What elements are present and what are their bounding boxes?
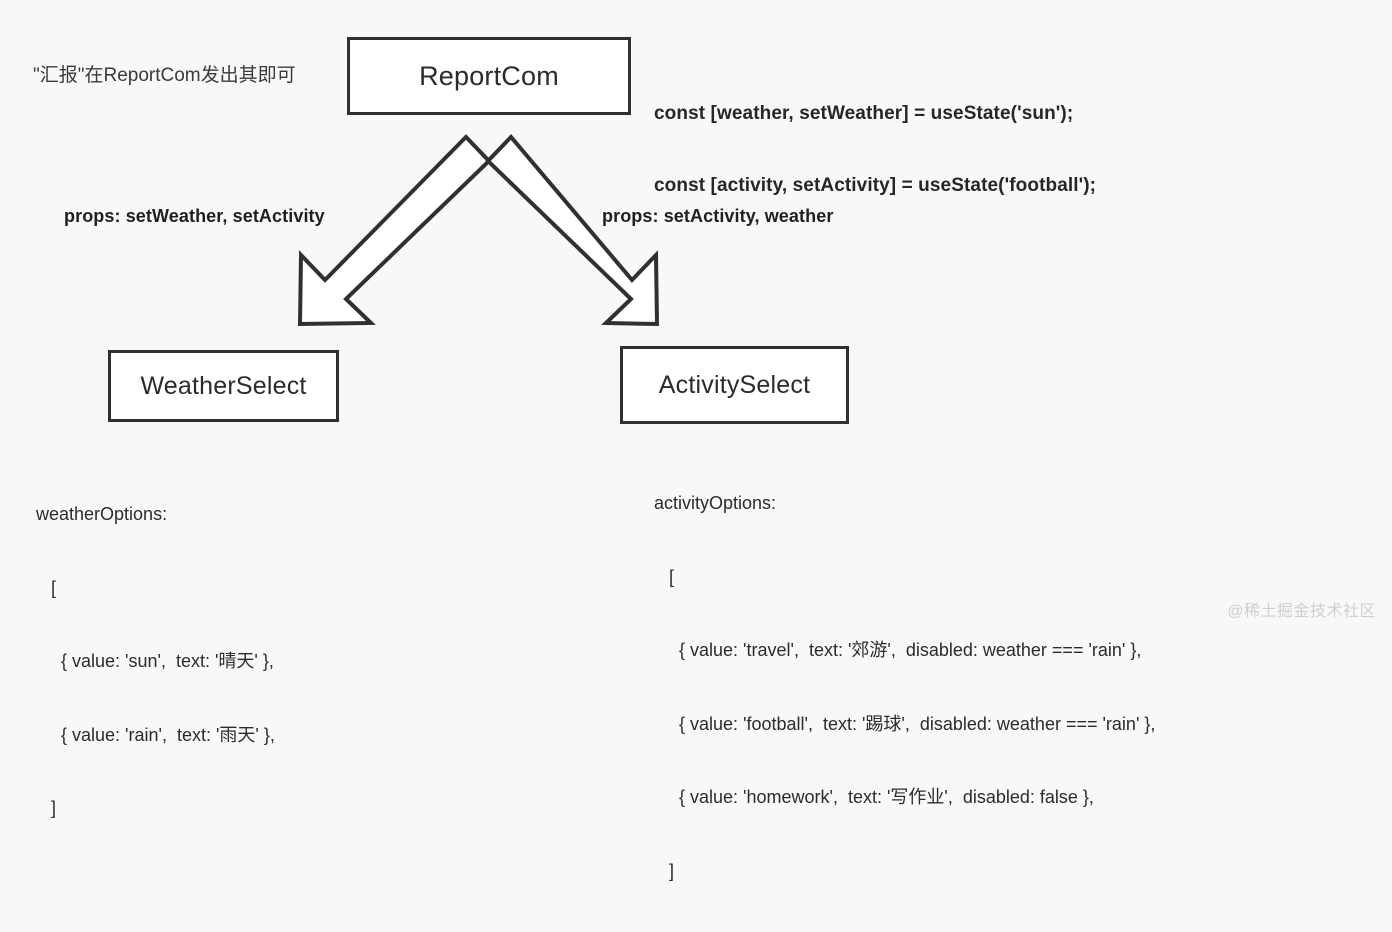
node-activityselect-label: ActivitySelect xyxy=(658,370,811,399)
weather-options-item: { value: 'sun', text: '晴天' }, xyxy=(36,651,274,671)
edge-label-props-left: props: setWeather, setActivity xyxy=(64,206,325,226)
weather-options-close-bracket: ] xyxy=(36,798,57,818)
arrow-to-weatherselect xyxy=(297,134,492,327)
watermark: @稀土掘金技术社区 xyxy=(1227,603,1376,620)
weather-options-item: { value: 'rain', text: '雨天' }, xyxy=(36,724,275,745)
weather-options-block: weatherOptions: [ { value: 'sun', text: … xyxy=(36,453,275,870)
activity-options-open-bracket: [ xyxy=(654,566,675,587)
activity-options-close-bracket: ] xyxy=(654,860,675,881)
annotation-note-chinese: "汇报"在ReportCom发出其即可 xyxy=(33,65,296,86)
node-weatherselect-label: WeatherSelect xyxy=(140,371,307,400)
activity-options-item: { value: 'football', text: '踢球', disable… xyxy=(654,713,1156,734)
node-reportcom[interactable]: ReportCom xyxy=(347,37,631,115)
node-activityselect[interactable]: ActivitySelect xyxy=(620,346,849,424)
state-code-line-1: const [weather, setWeather] = useState('… xyxy=(654,103,1074,124)
state-code-line-2: const [activity, setActivity] = useState… xyxy=(654,175,1097,196)
arrow-to-activityselect xyxy=(485,134,660,327)
activity-options-title: activityOptions: xyxy=(654,493,777,513)
weather-options-title: weatherOptions: xyxy=(36,504,168,524)
diagram-canvas: "汇报"在ReportCom发出其即可 ReportCom const [wea… xyxy=(33,37,1376,881)
state-code-snippet: const [weather, setWeather] = useState('… xyxy=(654,54,1096,246)
weather-options-open-bracket: [ xyxy=(36,577,57,598)
node-reportcom-label: ReportCom xyxy=(419,60,559,91)
edge-label-props-right: props: setActivity, weather xyxy=(602,206,834,226)
activity-options-block: activityOptions: [ { value: 'travel', te… xyxy=(654,442,1155,932)
activity-options-item: { value: 'travel', text: '郊游', disabled:… xyxy=(654,640,1142,660)
activity-options-item: { value: 'homework', text: '写作业', disabl… xyxy=(654,787,1094,807)
node-weatherselect[interactable]: WeatherSelect xyxy=(108,350,339,422)
